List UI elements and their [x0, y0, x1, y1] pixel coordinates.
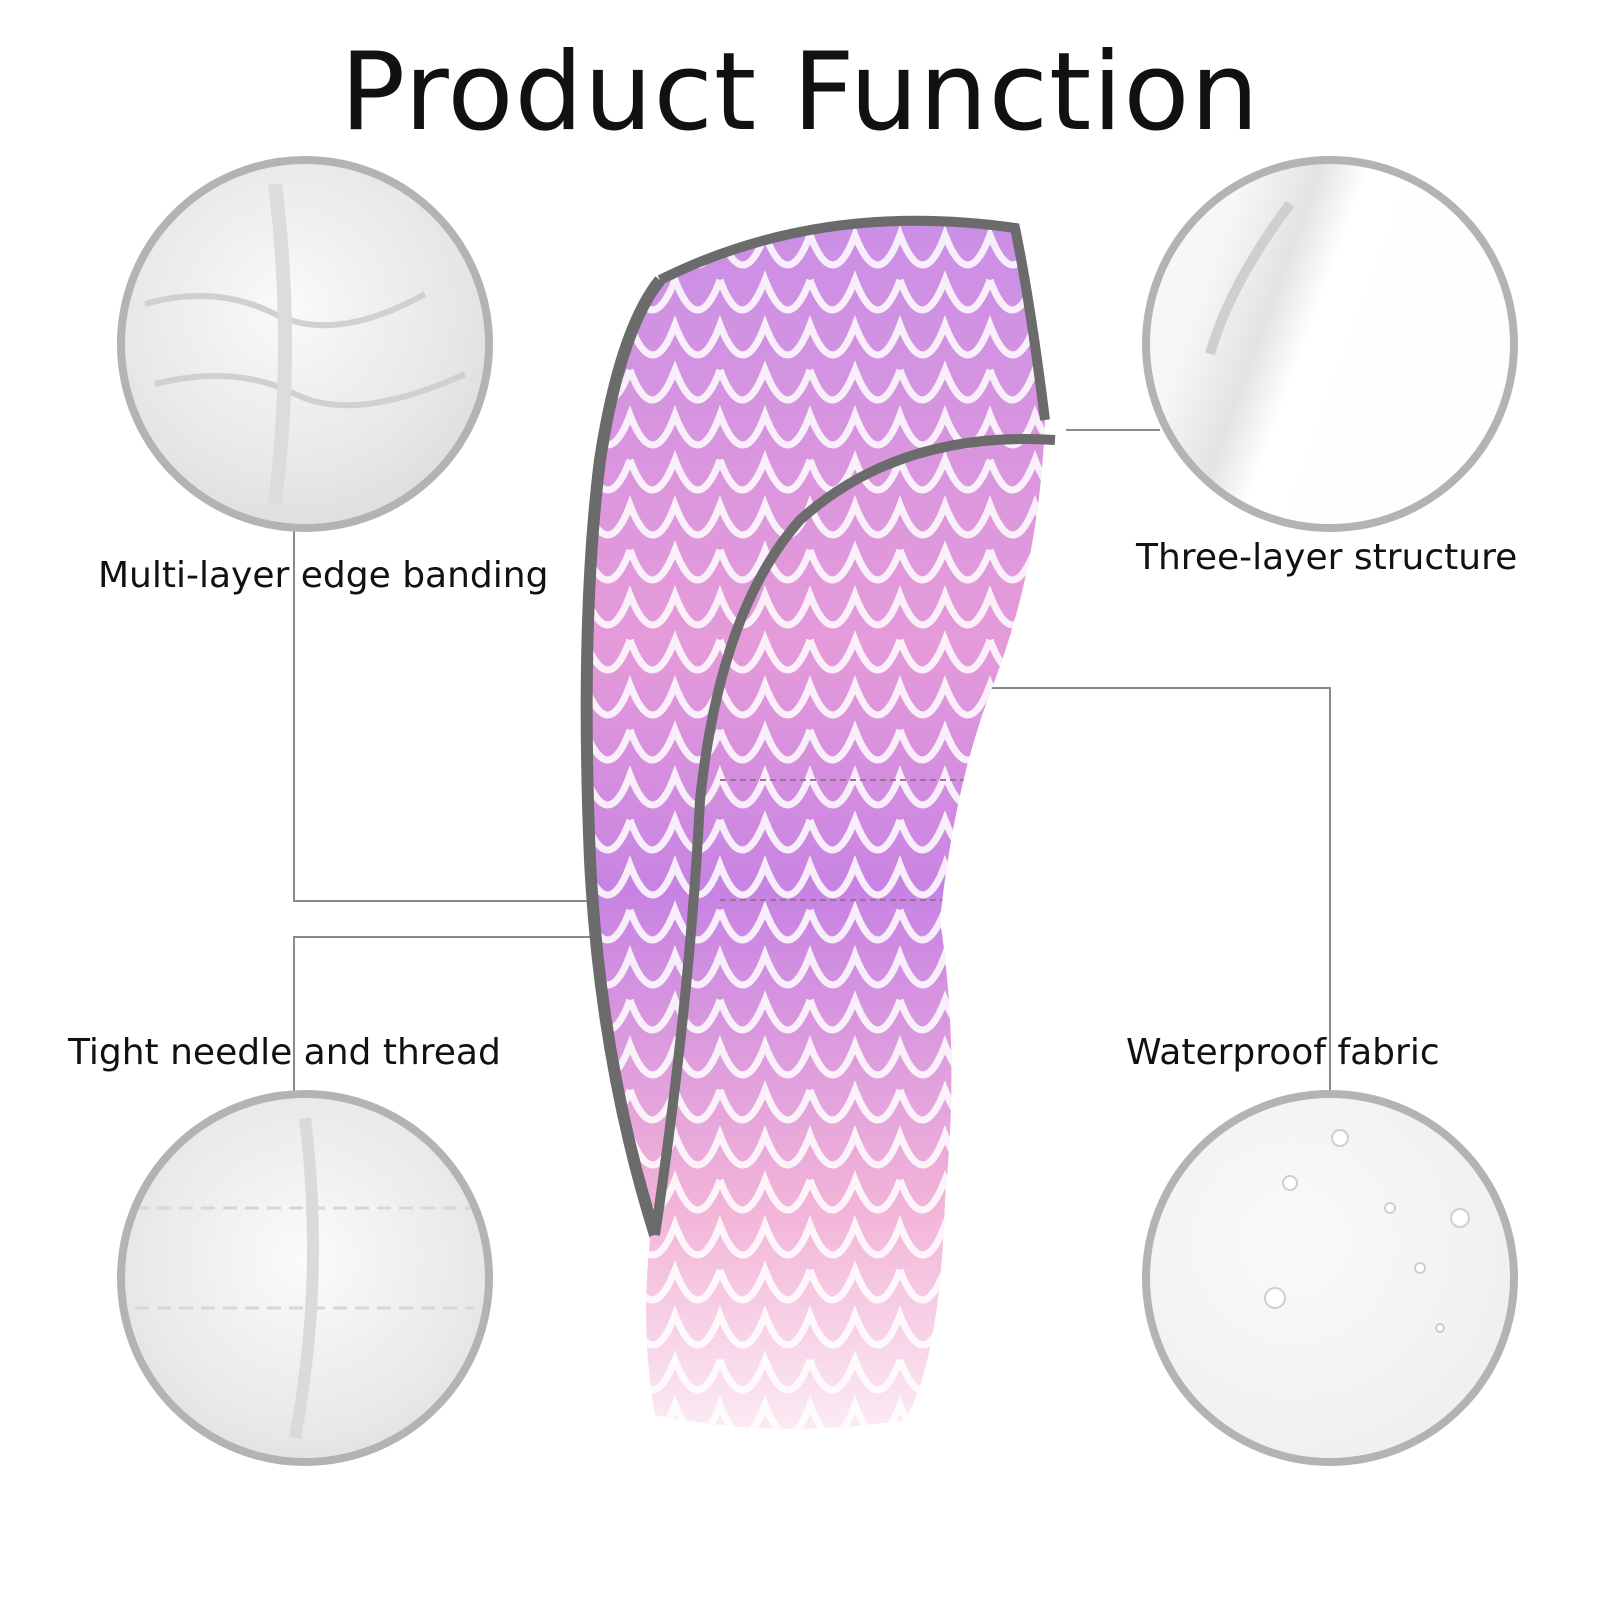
connector-line [293, 900, 611, 902]
connector-line [293, 531, 295, 902]
detail-image-stitching [117, 1090, 493, 1466]
feature-label-waterproof: Waterproof fabric [1126, 1032, 1440, 1073]
connector-line [1329, 687, 1331, 1092]
feature-label-edge-banding: Multi-layer edge banding [98, 555, 549, 596]
connector-line [1066, 429, 1160, 431]
connector-line [293, 936, 611, 938]
water-droplets [1264, 1129, 1470, 1333]
detail-image-waterproof [1142, 1090, 1518, 1466]
connector-line [293, 936, 295, 1092]
feature-label-stitching: Tight needle and thread [68, 1032, 501, 1073]
fabric-fold-texture [144, 183, 467, 505]
feature-label-three-layer: Three-layer structure [1136, 537, 1518, 578]
stitch-texture [135, 1117, 475, 1440]
detail-image-edge-banding [117, 156, 493, 532]
layer-edge-texture [1205, 201, 1295, 356]
connector-line [931, 687, 1331, 689]
detail-image-three-layer [1142, 156, 1518, 532]
page-title: Product Function [340, 30, 1260, 155]
